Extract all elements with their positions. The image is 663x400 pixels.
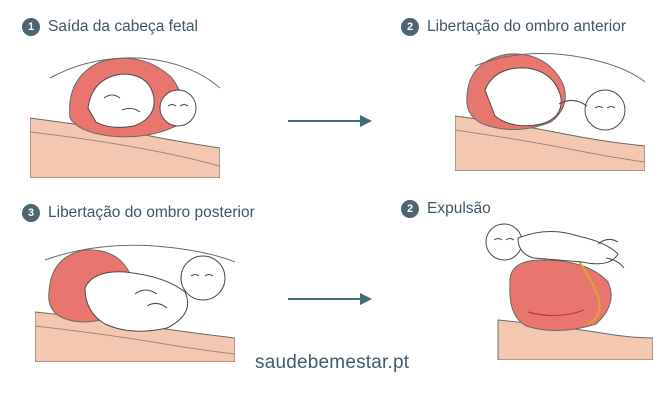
step-number-badge: 2 (401, 200, 419, 218)
step-3-label: 3 Libertação do ombro posterior (22, 204, 255, 222)
step-2-label: 2 Libertação do ombro anterior (401, 18, 626, 36)
step-number-badge: 2 (401, 18, 419, 36)
right-arrow-icon (288, 115, 372, 127)
step-title: Saída da cabeça fetal (48, 18, 198, 35)
step-number-badge: 1 (22, 18, 40, 36)
step-1-label: 1 Saída da cabeça fetal (22, 18, 198, 36)
anterior-shoulder-illustration (455, 53, 645, 171)
step-title: Libertação do ombro anterior (427, 18, 627, 35)
step-title: Expulsão (427, 200, 491, 217)
step-4-label: 2 Expulsão (401, 200, 491, 218)
head-delivery-illustration (30, 57, 220, 178)
right-arrow-icon (288, 293, 372, 305)
expulsion-illustration (485, 223, 653, 360)
step-number-badge: 3 (22, 204, 40, 222)
step-title: Libertação do ombro posterior (48, 204, 255, 221)
site-watermark: saudebemestar.pt (255, 352, 410, 373)
posterior-shoulder-illustration (35, 244, 235, 362)
